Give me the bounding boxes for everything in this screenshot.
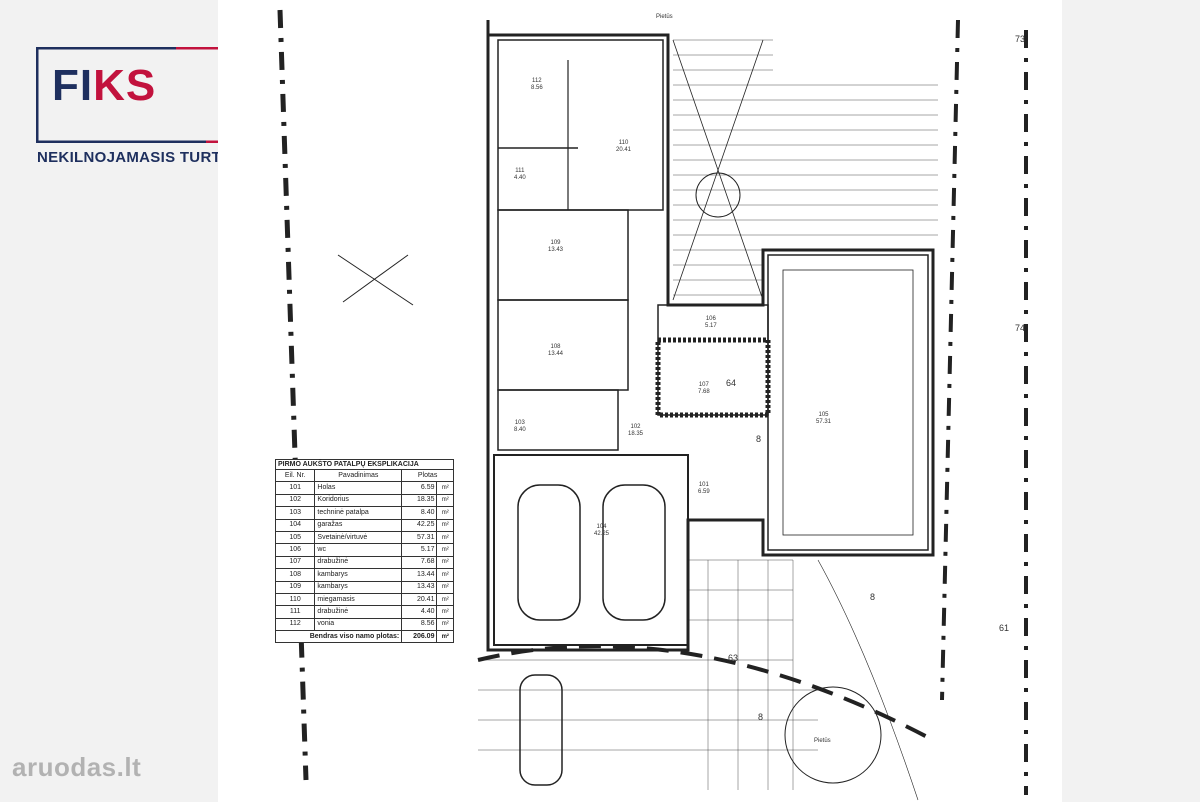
room-area: 6.59 xyxy=(401,481,438,495)
room-number: 109 xyxy=(274,580,316,594)
room-area: 20.41 xyxy=(401,592,438,607)
site-number: 61 xyxy=(999,623,1010,633)
room-name: miegamasis xyxy=(314,592,403,607)
site-number: 74 xyxy=(1015,323,1026,333)
room-number: 105 xyxy=(274,530,316,545)
room-area: 13.44 xyxy=(401,568,438,582)
room-name: Holas xyxy=(314,481,403,495)
brand-tagline: NEKILNOJAMASIS TURTAS xyxy=(37,149,242,166)
area-unit: m² xyxy=(436,592,454,607)
room-number: 106 xyxy=(274,543,316,557)
area-unit: m² xyxy=(436,506,454,520)
room-name: techninė patalpa xyxy=(314,506,403,520)
room-number: 103 xyxy=(274,506,316,520)
table-header: Plotas xyxy=(401,468,454,483)
room-name: Svetainė/virtuvė xyxy=(314,530,403,545)
site-number: 8 xyxy=(756,434,762,444)
table-total-row: Bendras viso namo plotas: 206.09 m² xyxy=(274,630,454,644)
room-area: 18.35 xyxy=(401,493,438,508)
room-area: 8.56 xyxy=(401,617,438,632)
fiks-logo-text: FIKS xyxy=(52,61,157,110)
area-unit: m² xyxy=(436,580,454,594)
room-name: kambarys xyxy=(314,580,403,594)
room-area: 57.31 xyxy=(401,530,438,545)
table-title: PIRMO AUKŠTO PATALPŲ EKSPLIKACIJA xyxy=(275,459,454,469)
room-name: drabužinė xyxy=(314,555,403,570)
area-unit: m² xyxy=(436,530,454,545)
room-area: 7.68 xyxy=(401,555,438,570)
site-number: 64 xyxy=(726,378,737,388)
room-name: kambarys xyxy=(314,568,403,582)
room-name: vonia xyxy=(314,617,403,632)
room-number: 101 xyxy=(274,481,316,495)
room-number: 102 xyxy=(274,493,316,508)
aruodas-watermark: aruodas.lt xyxy=(12,752,142,782)
room-explication-table: PIRMO AUKŠTO PATALPŲ EKSPLIKACIJA Eil. N… xyxy=(274,459,454,644)
room-area: 13.43 xyxy=(401,580,438,594)
room-number: 107 xyxy=(274,555,316,570)
site-number: 63 xyxy=(728,653,739,663)
area-unit: m² xyxy=(436,605,454,619)
north-label: Pietūs xyxy=(656,14,673,20)
room-name: garažas xyxy=(314,518,403,532)
room-area: 4.40 xyxy=(401,605,438,619)
table-header: Pavadinimas xyxy=(314,468,403,483)
area-unit: m² xyxy=(436,493,454,508)
site-number: 8 xyxy=(758,712,764,722)
room-area: 42.25 xyxy=(401,518,438,532)
room-number: 104 xyxy=(274,518,316,532)
table-header-row: Eil. Nr. Pavadinimas Plotas xyxy=(274,468,454,483)
right-panel xyxy=(1062,0,1200,802)
room-number: 112 xyxy=(274,617,316,632)
room-name: drabužinė xyxy=(314,605,403,619)
floor-plan-drawing xyxy=(277,9,1028,801)
room-area: 8.40 xyxy=(401,506,438,520)
room-area: 5.17 xyxy=(401,543,438,557)
room-name: wc xyxy=(314,543,403,557)
total-unit: m² xyxy=(436,630,454,644)
area-unit: m² xyxy=(436,543,454,557)
site-number: 8 xyxy=(870,592,876,602)
room-name: Koridorius xyxy=(314,493,403,508)
room-number: 111 xyxy=(274,605,316,619)
total-label: Bendras viso namo plotas: xyxy=(274,630,403,644)
room-number: 108 xyxy=(274,568,316,582)
room-number: 110 xyxy=(274,592,316,607)
table-header: Eil. Nr. xyxy=(274,468,316,483)
area-unit: m² xyxy=(436,555,454,570)
site-number: 73 xyxy=(1015,34,1026,44)
area-unit: m² xyxy=(436,568,454,582)
area-unit: m² xyxy=(436,518,454,532)
total-area: 206.09 xyxy=(401,630,438,644)
area-unit: m² xyxy=(436,481,454,495)
area-unit: m² xyxy=(436,617,454,632)
north-label: Pietūs xyxy=(814,738,831,744)
